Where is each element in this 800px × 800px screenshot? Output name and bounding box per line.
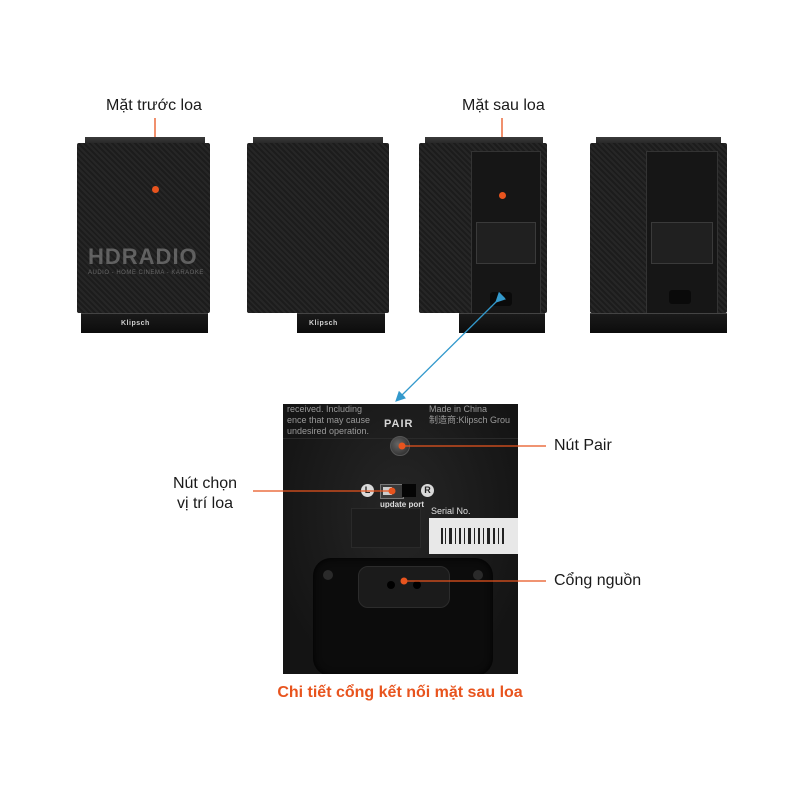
- fcc-text-1: received. Including: [287, 404, 363, 414]
- serial-label: Serial No.: [431, 506, 471, 516]
- manufacturer-text: 制造商:Klipsch Grou: [429, 415, 511, 425]
- pair-label: PAIR: [384, 418, 414, 430]
- zoom-arrow: [395, 291, 507, 402]
- callout-lines-zoom: [253, 442, 546, 585]
- update-port-label: update port: [380, 500, 424, 509]
- fcc-text-3: undesired operation.: [287, 426, 370, 436]
- watermark-main: HDRADIO: [88, 244, 198, 269]
- position-button-label-line1: Nút chọn: [172, 475, 238, 492]
- power-port-label: Cổng nguồn: [554, 572, 642, 589]
- right-position-indicator: R: [421, 484, 434, 497]
- watermark: HDRADIO AUDIO - HOME CINEMA - KARAOKE: [88, 244, 204, 276]
- brand-logo-1: Klipsch: [121, 320, 150, 327]
- front-callout-dot: [152, 186, 159, 193]
- watermark-sub: AUDIO - HOME CINEMA - KARAOKE: [88, 270, 204, 276]
- position-button-label-line2: vị trí loa: [176, 495, 233, 512]
- fcc-text-2: ence that may cause: [287, 415, 371, 425]
- power-port-recess: [313, 558, 493, 674]
- front-label: Mặt trước loa: [106, 97, 202, 114]
- caption: Chi tiết cổng kết nối mặt sau loa: [277, 684, 523, 701]
- speaker-front-1: Klipsch: [77, 137, 210, 333]
- serial-barcode: [429, 518, 518, 554]
- back-label: Mặt sau loa: [462, 97, 545, 114]
- pair-button-label: Nút Pair: [554, 437, 612, 454]
- speaker-front-2: Klipsch: [247, 137, 389, 333]
- brand-logo-2: Klipsch: [309, 320, 338, 327]
- back-callout-dot: [499, 192, 506, 199]
- rear-panel-closeup: received. Including ence that may cause …: [283, 404, 518, 674]
- position-button-label: Nút chọn vị trí loa: [160, 474, 250, 514]
- power-port[interactable]: [358, 566, 450, 608]
- made-in-text: Made in China: [429, 404, 488, 414]
- speaker-back-2: [590, 137, 727, 333]
